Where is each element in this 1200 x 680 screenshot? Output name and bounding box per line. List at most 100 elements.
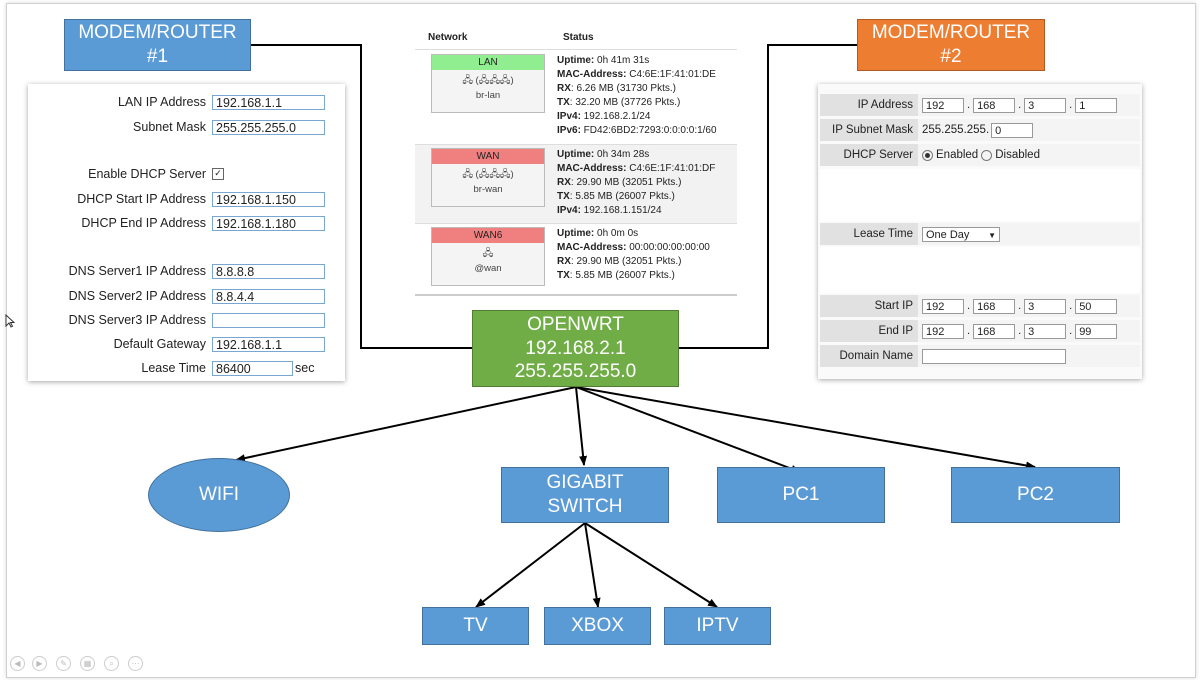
r2-end-octet1[interactable]: 192 [922,323,964,339]
switch-line1: GIGABIT [546,472,624,494]
dhcp-start-input[interactable]: 192.168.1.150 [212,191,325,207]
lease-time-input[interactable]: 86400 [212,360,293,376]
subnet-mask-row: Subnet Mask 255.255.255.0 [28,118,325,136]
openwrt-ip: 192.168.2.1 [525,337,626,359]
wan6-interface-box[interactable]: WAN6 🖧 @wan [431,227,545,286]
wan6-uptime-value: 0h 0m 0s [594,228,639,239]
lan-mac-value: C4:6E:1F:41:01:DE [626,69,716,80]
wan-uptime-key: Uptime: [557,149,595,160]
gateway-row: Default Gateway 192.168.1.1 [28,335,325,353]
arrow-to-pc2 [575,386,1036,470]
wan-tx-value: : 5.85 MB (26007 Pkts.) [569,191,675,202]
lan-tx-value: : 32.20 MB (37726 Pkts.) [569,97,681,108]
r2-end-label: End IP [820,320,918,342]
dns1-input[interactable]: 8.8.8.8 [212,263,325,279]
lan-interface-device: br-lan [475,90,501,101]
col-network-header: Network [428,32,468,43]
openwrt-box: OPENWRT 192.168.2.1 255.255.255.0 [472,310,679,387]
enable-dhcp-checkbox[interactable]: ✓ [212,168,224,180]
r2-ip-octet1[interactable]: 192 [922,97,964,113]
wan-interface-box[interactable]: WAN 🖧 (🖧🖧🖧) br-wan [431,148,545,207]
r2-lease-label: Lease Time [820,223,918,245]
wan-section: WAN 🖧 (🖧🖧🖧) br-wan Uptime: 0h 34m 28s MA… [415,144,737,223]
r2-ip-label: IP Address [820,94,918,116]
xbox-node: XBOX [544,607,651,645]
router1-link [251,44,472,349]
wan-rx-value: : 29.90 MB (32051 Pkts.) [570,177,682,188]
dhcp-start-label: DHCP Start IP Address [77,192,206,206]
r2-end-row: End IP 192. 168. 3. 99 [820,320,1140,342]
r2-mask-last-octet[interactable]: 0 [991,122,1034,138]
lan-ipv6-key: IPv6: [557,125,581,136]
r2-blank-area-1 [820,169,1140,221]
router1-settings-panel: LAN IP Address 192.168.1.1 Subnet Mask 2… [28,84,345,381]
dhcp-disabled-radio[interactable] [981,149,993,161]
r2-end-octet4[interactable]: 99 [1075,323,1118,339]
tv-node: TV [422,607,529,645]
r2-start-octet1[interactable]: 192 [922,298,964,314]
subnet-mask-input[interactable]: 255.255.255.0 [212,119,325,135]
lease-time-unit: sec [295,361,315,375]
dns3-input[interactable] [212,312,325,328]
gateway-label: Default Gateway [113,337,206,351]
r2-lease-select[interactable]: One Day ▼ [922,226,1000,242]
r2-start-octet4[interactable]: 50 [1075,298,1118,314]
r2-end-octet3[interactable]: 3 [1024,323,1067,339]
zoom-icon[interactable]: ⌕ [104,656,119,671]
r2-ip-octet3[interactable]: 3 [1024,97,1067,113]
r2-lease-value: One Day [926,228,970,241]
dns2-input[interactable]: 8.8.4.4 [212,288,325,304]
r2-ip-octet2[interactable]: 168 [973,97,1016,113]
wan-interface-device: br-wan [473,184,503,195]
wan6-interface-device: @wan [474,263,502,274]
r2-ip-octet4[interactable]: 1 [1075,97,1118,113]
switch-line2: SWITCH [547,496,623,517]
gateway-input[interactable]: 192.168.1.1 [212,336,325,352]
more-options-icon[interactable]: ⋯ [128,656,143,671]
openwrt-mask: 255.255.255.0 [514,361,637,383]
router2-title-line1: MODEM/ROUTER [871,22,1031,44]
next-slide-icon[interactable]: ▶ [32,656,47,671]
lan-section: LAN 🖧 (🖧🖧🖧) br-lan Uptime: 0h 41m 31s MA… [415,51,737,143]
pen-icon[interactable]: ✎ [56,656,71,671]
lan-ip-row: LAN IP Address 192.168.1.1 [28,93,325,111]
wan6-interface-name: WAN6 [432,228,544,243]
r2-domain-input[interactable] [922,348,1066,364]
wan-mac-value: C4:6E:1F:41:01:DF [626,163,716,174]
r2-dhcp-label: DHCP Server [820,144,918,166]
lan-interface-icons: 🖧 (🖧🖧🖧) [462,75,514,86]
r2-lease-row: Lease Time One Day ▼ [820,223,1140,245]
lan-ipv6-value: FD42:6BD2:7293:0:0:0:0:1/60 [580,125,717,136]
enable-dhcp-label: Enable DHCP Server [88,167,206,181]
dropdown-arrow-icon: ▼ [988,230,996,240]
router2-settings-panel: IP Address 192. 168. 3. 1 IP Subnet Mask… [818,84,1142,379]
r2-start-octet3[interactable]: 3 [1024,298,1067,314]
r2-start-label: Start IP [820,295,918,317]
r2-end-octet2[interactable]: 168 [973,323,1016,339]
r2-start-octet2[interactable]: 168 [973,298,1016,314]
dhcp-enabled-radio[interactable] [922,149,933,161]
lan-ipv4-key: IPv4: [557,111,581,122]
r2-start-row: Start IP 192. 168. 3. 50 [820,295,1140,317]
pc1-node: PC1 [717,467,885,523]
wan-rx-key: RX [557,177,571,188]
lease-time-row: Lease Time 86400 sec [28,359,314,377]
dns2-label: DNS Server2 IP Address [68,289,206,303]
wan6-rx-key: RX [557,256,571,267]
dhcp-start-row: DHCP Start IP Address 192.168.1.150 [28,190,325,208]
dns1-row: DNS Server1 IP Address 8.8.8.8 [28,262,325,280]
r2-ip-row: IP Address 192. 168. 3. 1 [820,94,1140,116]
dhcp-end-input[interactable]: 192.168.1.180 [212,215,325,231]
router2-title-line2: #2 [940,46,962,67]
subnet-mask-label: Subnet Mask [133,120,206,134]
prev-slide-icon[interactable]: ◀ [10,656,25,671]
enable-dhcp-row: Enable DHCP Server ✓ [28,165,224,183]
lan-ip-input[interactable]: 192.168.1.1 [212,94,325,110]
arrow-to-xbox [584,522,601,608]
mouse-cursor-icon [5,313,16,333]
arrow-to-wifi [235,386,577,463]
lan-interface-box[interactable]: LAN 🖧 (🖧🖧🖧) br-lan [431,54,545,113]
slides-grid-icon[interactable]: ▦ [80,656,95,671]
r2-domain-label: Domain Name [820,345,918,367]
wan-ipv4-value: 192.168.1.151/24 [580,205,662,216]
